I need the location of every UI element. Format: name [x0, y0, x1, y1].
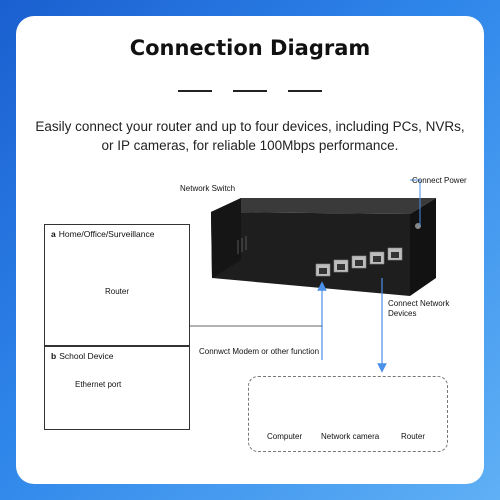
- page-title: Connection Diagram: [129, 36, 371, 60]
- ethernet-port-label: Ethernet port: [75, 380, 122, 389]
- title-divider: [233, 90, 267, 92]
- network-switch-label: Network Switch: [180, 184, 236, 193]
- devices-box: Computer Network camera Router: [248, 376, 448, 452]
- page-subtitle: Easily connect your router and up to fou…: [35, 119, 465, 153]
- box-a-letter: a: [51, 229, 56, 239]
- box-b-letter: b: [51, 351, 57, 361]
- box-b-label: School Device: [59, 351, 114, 361]
- connect-power-label: Connect Power: [412, 176, 467, 185]
- device-label-computer: Computer: [267, 432, 303, 441]
- connect-network-devices-label: Connect Network Devices: [388, 299, 450, 318]
- router-label: Router: [105, 287, 130, 296]
- title-divider: [288, 90, 322, 92]
- connect-modem-label: Connwct Modem or other function: [199, 347, 320, 356]
- device-label-network-camera: Network camera: [321, 432, 380, 441]
- network-switch-icon: [211, 198, 436, 296]
- device-label-router: Router: [401, 432, 426, 441]
- title-divider: [178, 90, 212, 92]
- box-a-label: Home/Office/Surveillance: [58, 229, 155, 239]
- content-card: Connection Diagram Easily connect your r…: [16, 16, 484, 484]
- diagram-graphics: [55, 179, 436, 429]
